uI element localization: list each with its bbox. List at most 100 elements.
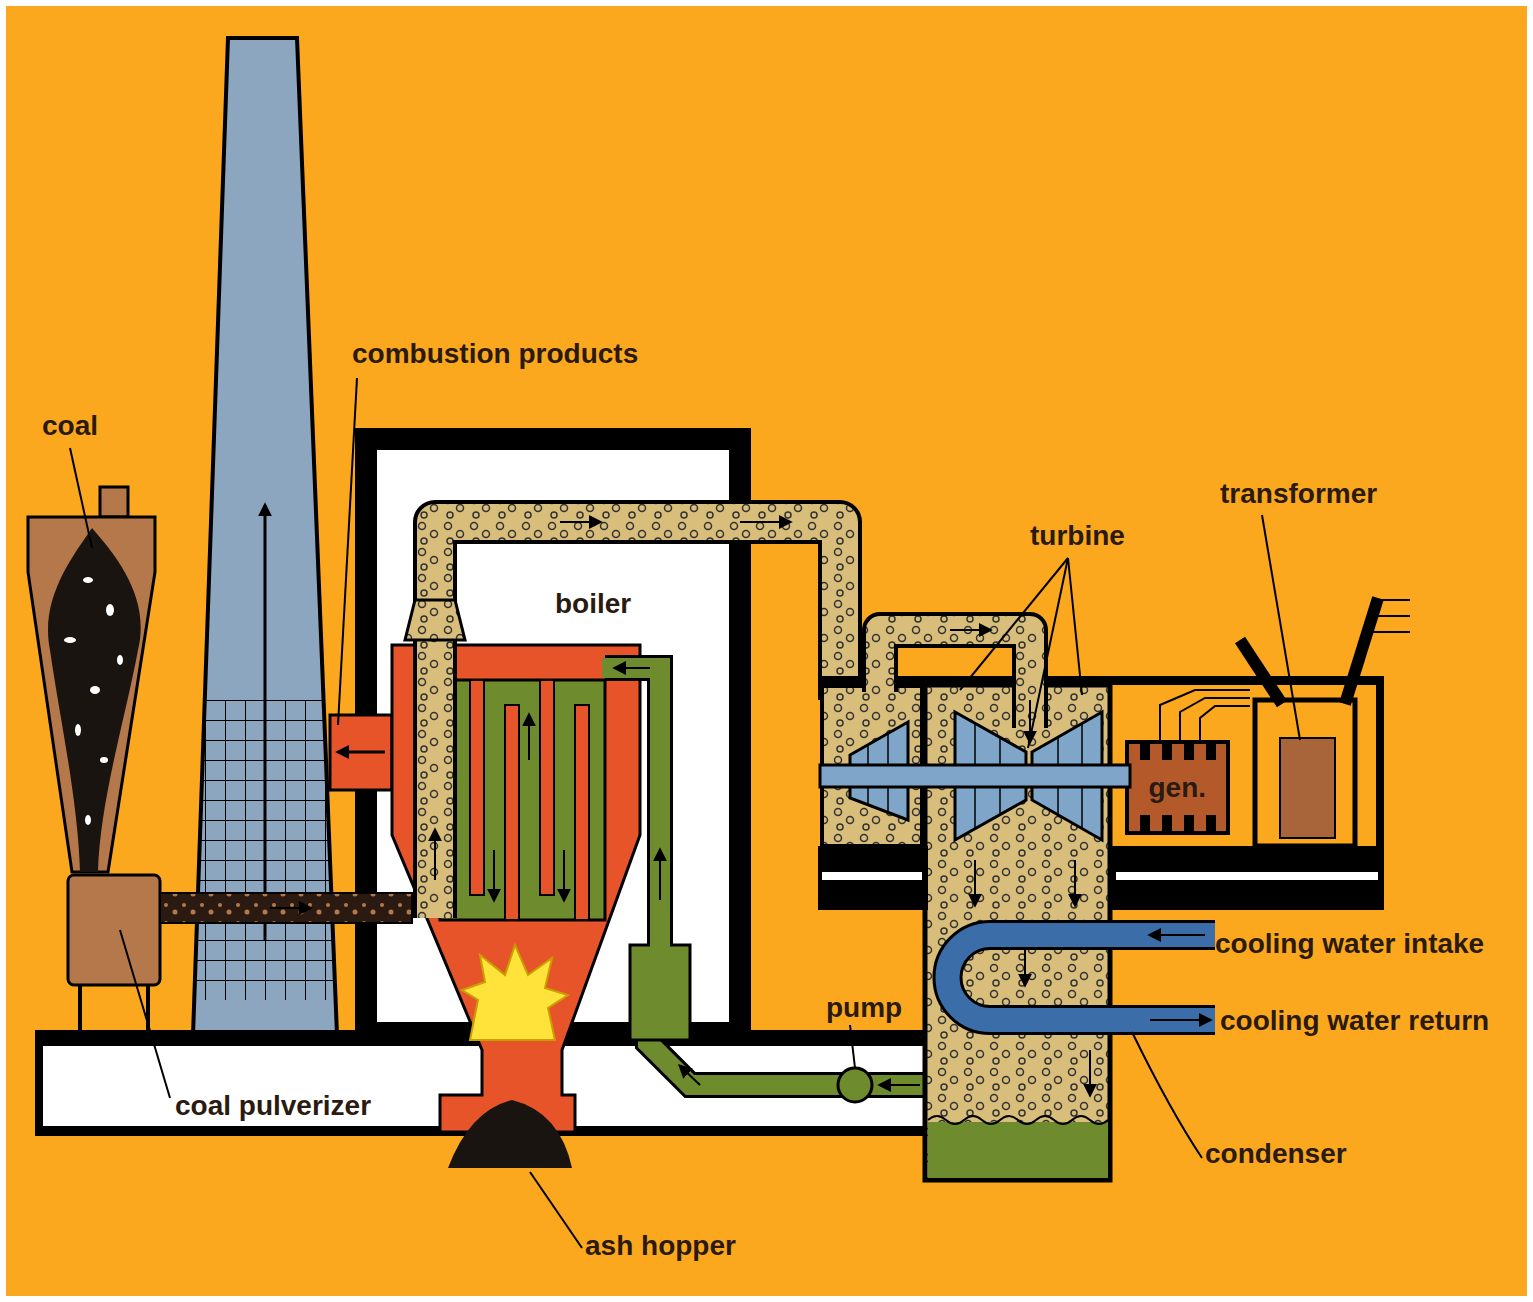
- coal-speck: [75, 724, 81, 736]
- steam-arrow: [1089, 1050, 1091, 1095]
- coal-pulverizer: [68, 875, 160, 985]
- wire: [1180, 698, 1250, 742]
- ash-pile: [448, 1100, 572, 1168]
- flame: [462, 945, 568, 1040]
- water-arrow: [1150, 934, 1205, 936]
- coal-speck: [106, 604, 114, 616]
- base-edge: [35, 1030, 43, 1136]
- leader-line: [120, 930, 170, 1098]
- steam-arrow: [740, 521, 790, 523]
- water-surface: [928, 1116, 1108, 1124]
- tube-gap: [470, 680, 484, 895]
- winding: [1140, 815, 1150, 833]
- steam-arrow: [560, 521, 600, 523]
- output-line: [1370, 615, 1410, 617]
- part-label: condenser: [1205, 1138, 1347, 1170]
- coal-specks: [64, 577, 123, 825]
- leader-line: [1028, 558, 1068, 748]
- flow-arrow: [680, 1066, 700, 1085]
- flow-arrow: [659, 850, 661, 900]
- flow-arrow: [528, 715, 530, 760]
- bushing: [1240, 640, 1282, 704]
- floor-stripe: [822, 872, 922, 880]
- coal-feed-pipe: [160, 893, 412, 923]
- part-label: transformer: [1220, 478, 1377, 510]
- coal-pile: [48, 528, 141, 872]
- turbine-shaft: [820, 765, 1130, 787]
- coal-speck: [117, 655, 123, 665]
- bushing: [1345, 598, 1378, 704]
- node-text: gen.: [1149, 772, 1207, 804]
- winding: [1206, 815, 1216, 833]
- generator-windings: [1140, 742, 1216, 833]
- part-label: combustion products: [352, 338, 638, 370]
- coal-speck: [90, 686, 100, 694]
- leader-line: [1068, 558, 1082, 695]
- coal-speck: [83, 577, 93, 583]
- flow-arrow: [615, 667, 650, 669]
- feedwater-riser: [602, 668, 660, 948]
- node-text: boiler: [555, 588, 631, 620]
- leader-line: [1132, 1032, 1202, 1158]
- hall-floor: [1110, 846, 1384, 910]
- floor-stripe: [1116, 872, 1378, 880]
- part-label: ash hopper: [585, 1230, 736, 1262]
- leader-line: [960, 558, 1068, 690]
- leader-line: [850, 1025, 855, 1068]
- flow-arrow: [563, 850, 565, 900]
- winding: [1162, 742, 1172, 760]
- tube-gap: [540, 680, 554, 895]
- pump: [838, 1068, 872, 1102]
- part-label: pump: [826, 992, 902, 1024]
- part-label: cooling water return: [1220, 1005, 1489, 1037]
- coal-hopper: [28, 517, 155, 872]
- wire: [1200, 706, 1250, 742]
- flow-arrow: [880, 1084, 920, 1086]
- part-label: cooling water intake: [1215, 928, 1484, 960]
- winding: [1184, 742, 1194, 760]
- coal-speck: [100, 757, 108, 763]
- steam-arrow: [1074, 860, 1076, 905]
- output-line: [1365, 631, 1410, 633]
- steam-pipe-outline: [435, 522, 840, 918]
- hall-floor: [818, 846, 928, 910]
- leader-line: [1262, 515, 1300, 740]
- hopper-cap: [100, 487, 128, 517]
- leader-line: [530, 1172, 582, 1248]
- cooling-tube: [948, 935, 1215, 1020]
- tube-gap: [575, 705, 589, 920]
- flue-duct: [330, 715, 392, 790]
- cooling-tube-outline: [948, 935, 1215, 1020]
- winding: [1162, 815, 1172, 833]
- transformer-housing: [1255, 700, 1355, 846]
- winding: [1184, 815, 1194, 833]
- tube-gap: [505, 705, 519, 920]
- coal-flow-arrow: [270, 907, 310, 909]
- flue-gas-arrow: [264, 505, 267, 940]
- part-label: turbine: [1030, 520, 1125, 552]
- flue-arrow: [338, 751, 385, 754]
- winding: [1140, 742, 1150, 760]
- orange-background: [6, 6, 1527, 1296]
- leader-line: [70, 448, 92, 548]
- leader-lines: [70, 378, 1300, 1248]
- part-label: coal pulverizer: [175, 1090, 371, 1122]
- boiler-tubes: [440, 680, 605, 920]
- flow-arrow: [493, 850, 495, 900]
- transformer-core: [1280, 738, 1335, 838]
- steam-arrow: [434, 830, 436, 880]
- feedwater-heater: [630, 945, 690, 1040]
- winding: [1206, 742, 1216, 760]
- coal-speck: [64, 637, 76, 643]
- steam-arrow: [974, 860, 976, 905]
- output-line: [1375, 599, 1410, 601]
- leader-line: [338, 378, 357, 725]
- coal-speck: [85, 815, 91, 825]
- part-label: coal: [42, 410, 98, 442]
- steam-drum: [405, 600, 465, 640]
- steam-arrow: [950, 629, 990, 631]
